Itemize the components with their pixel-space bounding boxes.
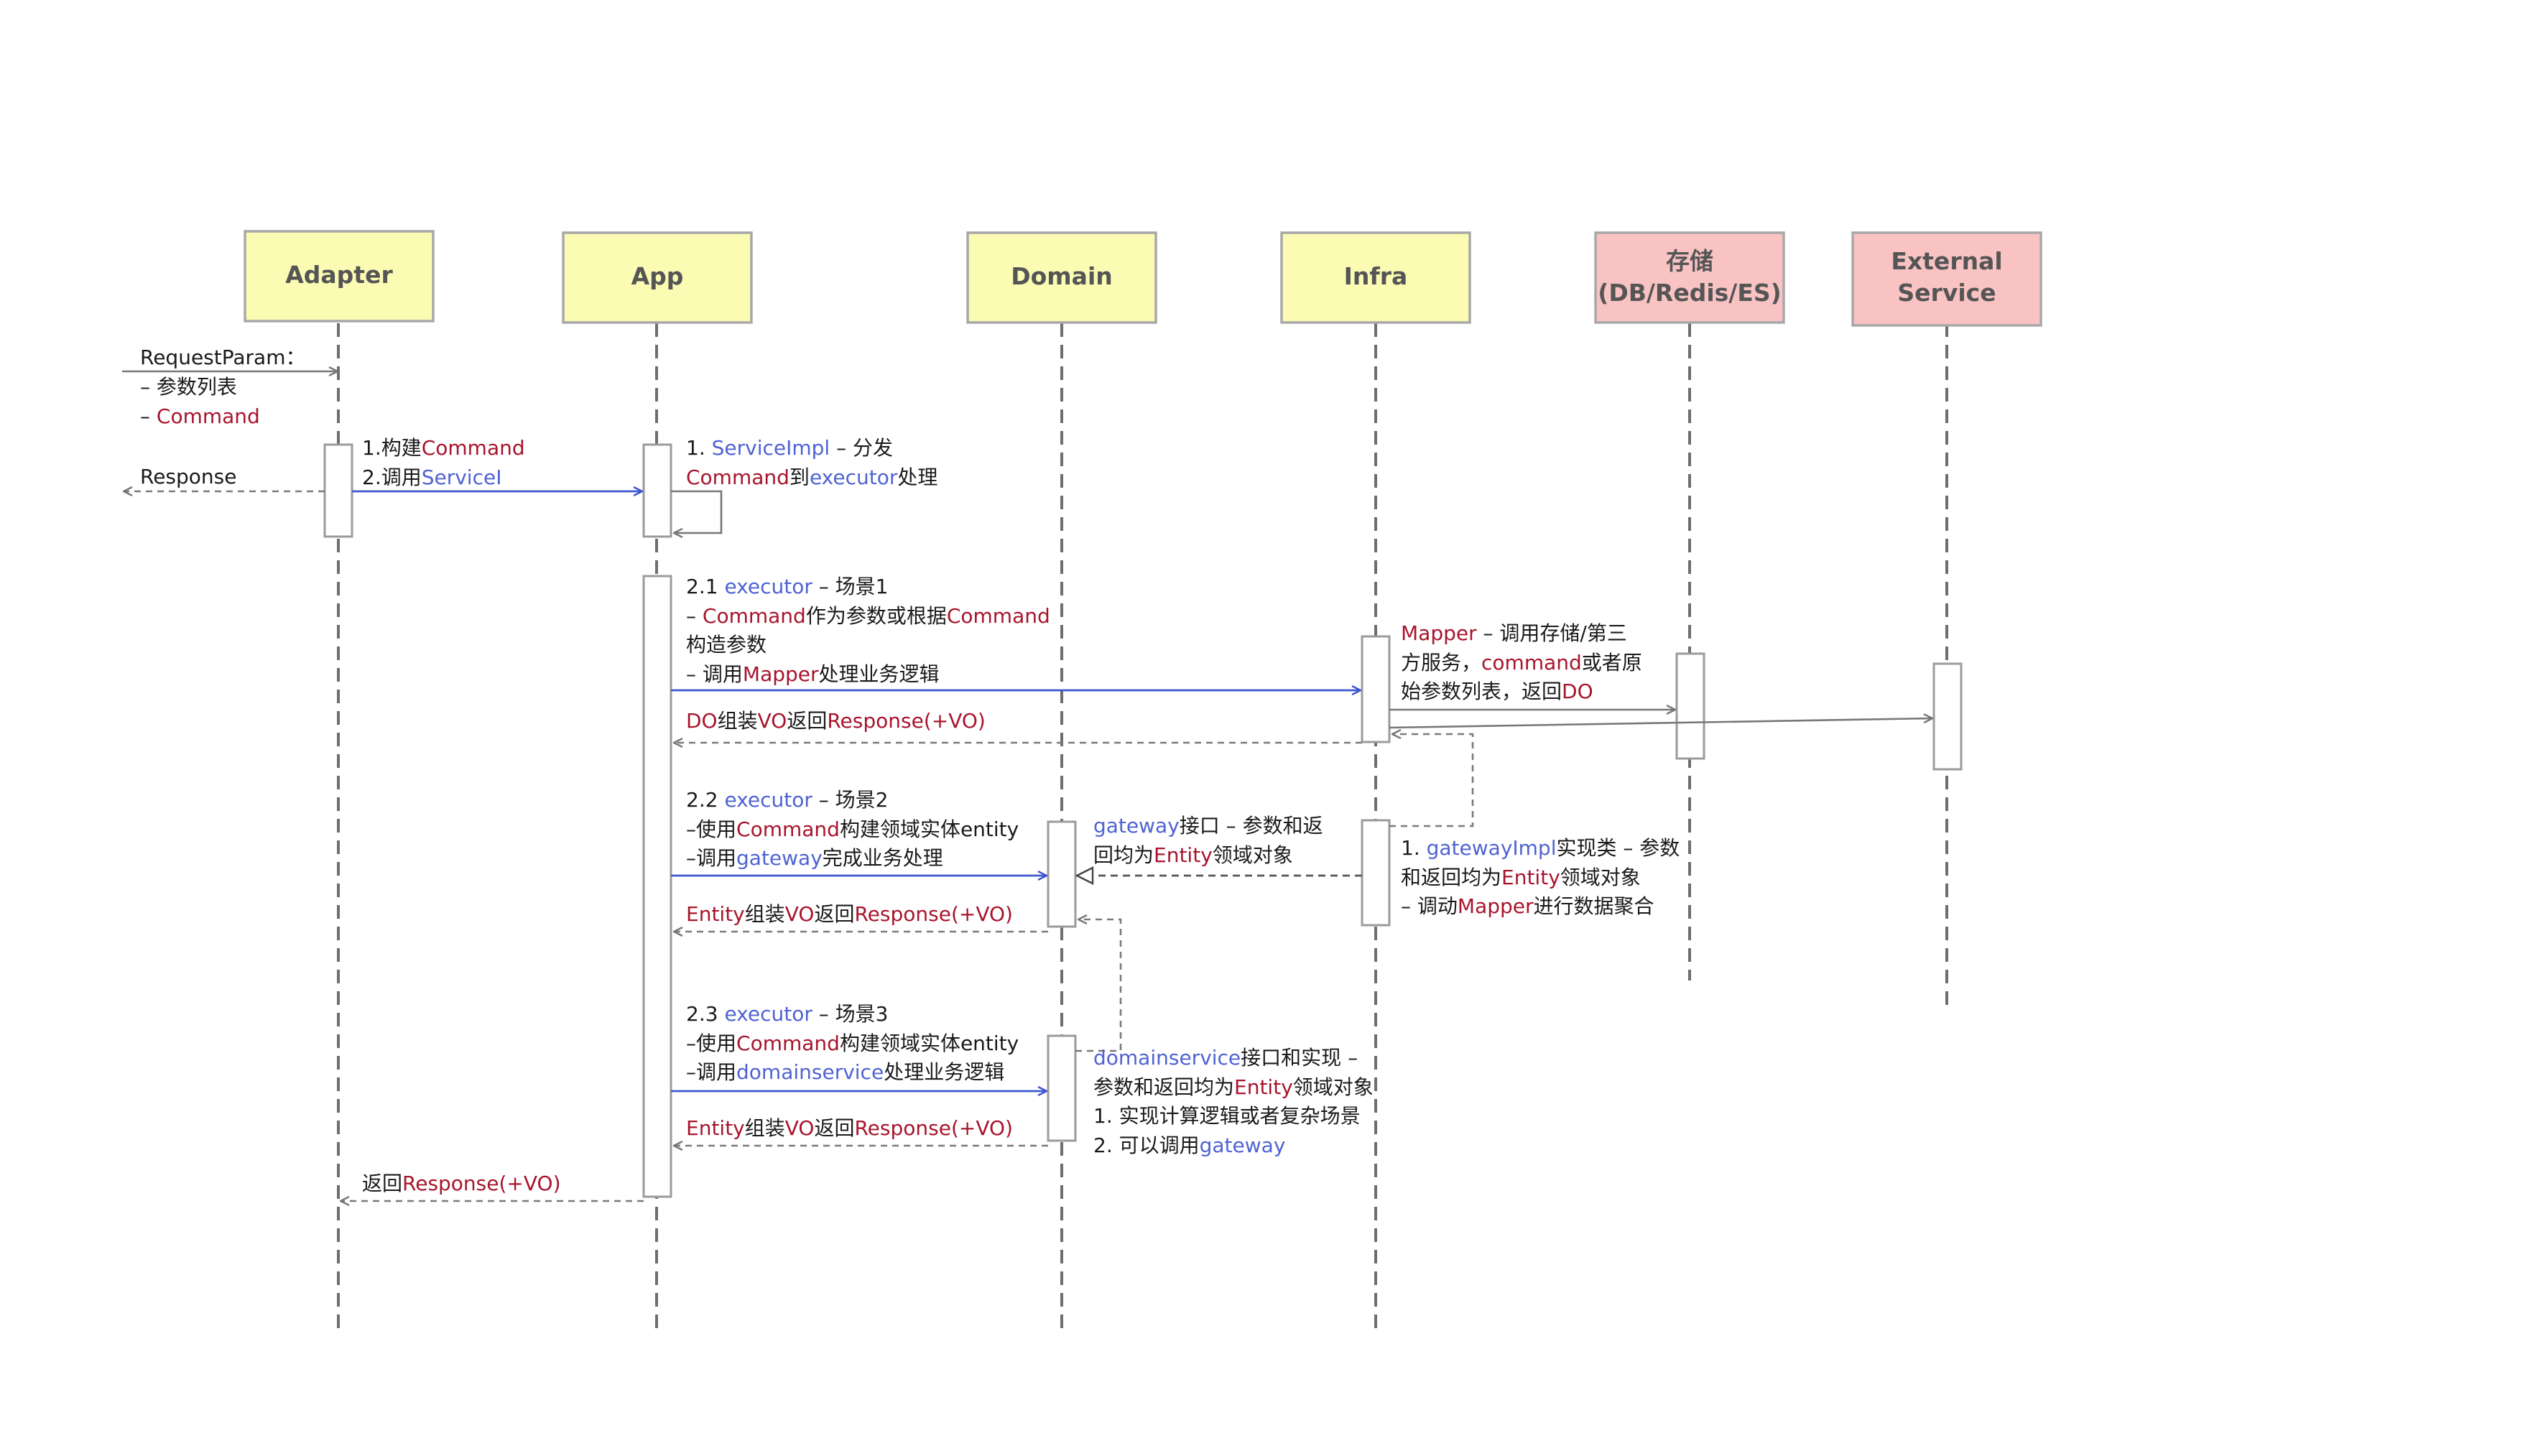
actor-app-label: App <box>631 262 684 290</box>
scene3-return-label: Entity组装VO返回Response(+VO) <box>686 1116 1013 1140</box>
mapper-note-2: 方服务，command或者原 <box>1401 651 1642 674</box>
request-label-2: – 参数列表 <box>140 375 237 399</box>
domainservice-note-3: 1. 实现计算逻辑或者复杂场景 <box>1093 1104 1361 1128</box>
actor-external-label-2: Service <box>1897 279 1996 307</box>
actor-domain: Domain <box>966 231 1157 324</box>
infra-activation-2 <box>1361 819 1391 927</box>
domainservice-note-4: 2. 可以调用gateway <box>1093 1133 1285 1157</box>
scene1-return-label: DO组装VO返回Response(+VO) <box>686 709 986 733</box>
adapter-to-app-label-2: 2.调用ServiceI <box>362 465 501 489</box>
scene2-label-3: –调用gateway完成业务处理 <box>686 846 943 870</box>
actor-adapter: Adapter <box>244 230 435 323</box>
actor-external-service: External Service <box>1851 231 2042 327</box>
domainservice-note-2: 参数和返回均为Entity领域对象 <box>1093 1075 1374 1099</box>
scene1-label-3: 构造参数 <box>686 633 767 657</box>
gatewayimpl-note-3: – 调动Mapper进行数据聚合 <box>1401 894 1654 918</box>
external-activation <box>1932 662 1963 771</box>
request-label-1: RequestParam： <box>140 346 305 369</box>
actor-infra-label: Infra <box>1344 262 1408 290</box>
mapper-note-1: Mapper – 调用存储/第三 <box>1401 621 1627 645</box>
domain-activation-2 <box>1047 1034 1077 1142</box>
actor-app: App <box>562 231 753 324</box>
actor-infra: Infra <box>1280 231 1471 324</box>
scene2-return-label: Entity组装VO返回Response(+VO) <box>686 902 1013 926</box>
scene1-label-1: 2.1 executor – 场景1 <box>686 575 889 598</box>
app-activation-1 <box>642 443 672 538</box>
infra-activation-1 <box>1361 635 1391 743</box>
request-label-3: – Command <box>140 404 260 428</box>
scene1-label-4: – 调用Mapper处理业务逻辑 <box>686 662 940 686</box>
response-label: Response <box>140 465 236 488</box>
scene2-label-1: 2.2 executor – 场景2 <box>686 788 889 812</box>
app-self-label-1: 1. ServiceImpl – 分发 <box>686 436 893 460</box>
domain-activation-1 <box>1047 820 1077 928</box>
domainservice-note-1: domainservice接口和实现 – <box>1093 1046 1358 1070</box>
final-return-label: 返回Response(+VO) <box>362 1172 561 1195</box>
gateway-note-2: 回均为Entity领域对象 <box>1093 843 1293 867</box>
mapper-note-3: 始参数列表，返回DO <box>1401 680 1593 703</box>
gateway-note-1: gateway接口 – 参数和返 <box>1093 814 1323 838</box>
actor-storage-label-2: (DB/Redis/ES) <box>1598 279 1782 307</box>
actor-domain-label: Domain <box>1011 262 1113 290</box>
infra-internal-return-arrow <box>1389 734 1474 827</box>
gatewayimpl-note-1: 1. gatewayImpl实现类 – 参数 <box>1401 836 1680 860</box>
actor-storage-label-1: 存储 <box>1666 247 1713 275</box>
adapter-to-app-label-1: 1.构建Command <box>362 436 525 460</box>
scene2-label-2: –使用Command构建领域实体entity <box>686 817 1019 841</box>
actor-adapter-label: Adapter <box>285 261 393 289</box>
actor-external-label-1: External <box>1891 247 2002 275</box>
gatewayimpl-note-2: 和返回均为Entity领域对象 <box>1401 866 1641 889</box>
app-self-label-2: Command到executor处理 <box>686 465 937 489</box>
infra-to-external-arrow <box>1389 718 1932 729</box>
storage-activation <box>1675 652 1705 760</box>
scene3-label-2: –使用Command构建领域实体entity <box>686 1031 1019 1055</box>
actor-storage: 存储 (DB/Redis/ES) <box>1594 231 1785 324</box>
app-activation-2 <box>642 575 672 1198</box>
app-self-call-arrow <box>671 490 723 533</box>
adapter-activation <box>323 443 353 538</box>
scene1-label-2: – Command作为参数或根据Command <box>686 604 1050 628</box>
scene3-label-1: 2.3 executor – 场景3 <box>686 1002 889 1026</box>
domain-internal-return-arrow <box>1075 919 1122 1052</box>
scene3-label-3: –调用domainservice处理业务逻辑 <box>686 1060 1004 1084</box>
